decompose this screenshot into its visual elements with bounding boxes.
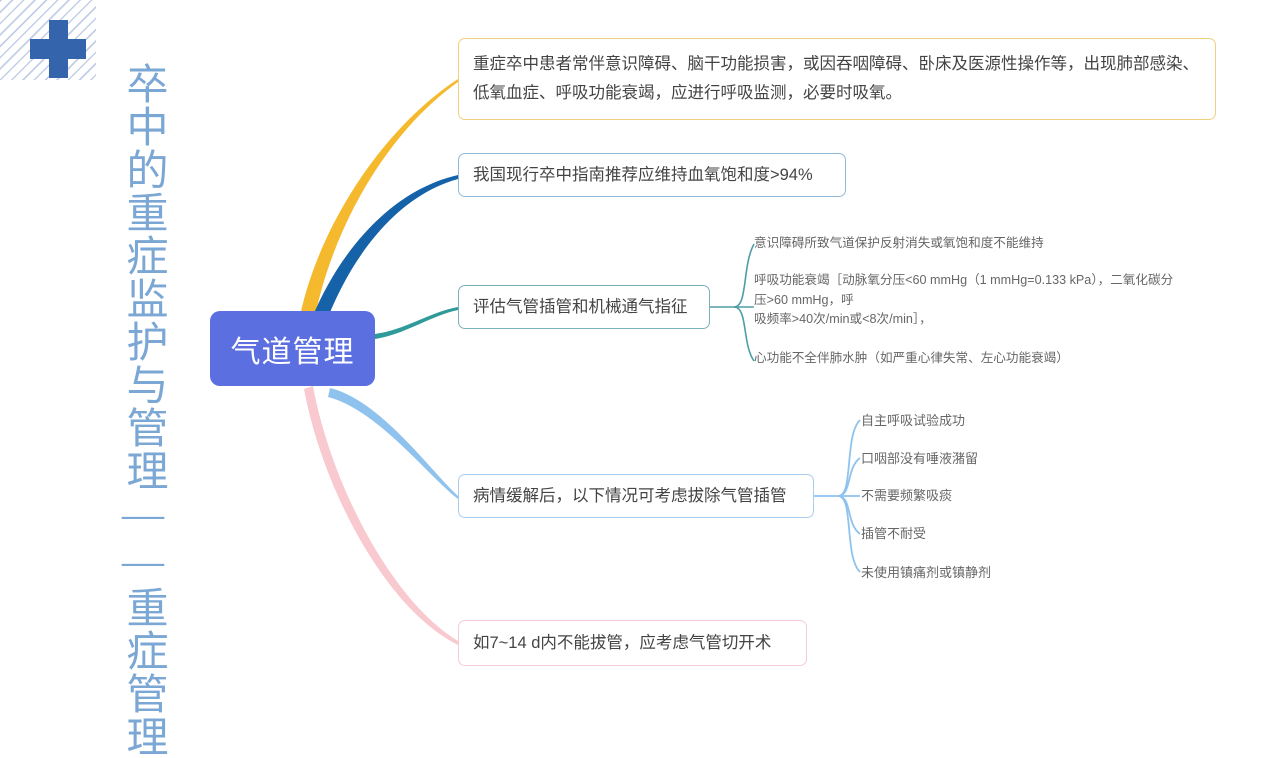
leaf-node-3-3[interactable]: 心功能不全伴肺水肿（如严重心律失常、左心功能衰竭）	[754, 351, 1069, 365]
leaf-node-4-1[interactable]: 自主呼吸试验成功	[861, 413, 966, 428]
medical-cross-icon	[30, 20, 86, 78]
topic-node-1[interactable]: 重症卒中患者常伴意识障碍、脑干功能损害，或因吞咽障碍、卧床及医源性操作等，出现肺…	[458, 38, 1216, 120]
topic-node-1-label: 重症卒中患者常伴意识障碍、脑干功能损害，或因吞咽障碍、卧床及医源性操作等，出现肺…	[473, 55, 1199, 102]
topic-node-3[interactable]: 评估气管插管和机械通气指征	[458, 285, 710, 329]
leaf-node-4-2[interactable]: 口咽部没有唾液潴留	[861, 451, 979, 466]
leaf-node-4-4[interactable]: 插管不耐受	[861, 526, 927, 541]
leaf-node-3-2[interactable]: 呼吸功能衰竭［动脉氧分压<60 mmHg（1 mmHg=0.133 kPa），二…	[754, 273, 1174, 327]
topic-node-4[interactable]: 病情缓解后，以下情况可考虑拔除气管插管	[458, 474, 814, 518]
subconnector-group-topic-4	[814, 419, 861, 573]
connector-root-to-topic-1	[300, 79, 458, 322]
leaf-node-4-3[interactable]: 不需要频繁吸痰	[861, 488, 953, 503]
topic-node-5-label: 如7~14 d内不能拔管，应考虑气管切开术	[473, 633, 772, 652]
leaf-node-3-1[interactable]: 意识障碍所致气道保护反射消失或氧饱和度不能维持	[754, 236, 1044, 250]
topic-node-4-label: 病情缓解后，以下情况可考虑拔除气管插管	[473, 486, 787, 505]
cross-horizontal-bar	[30, 39, 86, 59]
connector-root-to-topic-4	[328, 388, 458, 499]
topic-node-5[interactable]: 如7~14 d内不能拔管，应考虑气管切开术	[458, 620, 807, 666]
topic-node-3-label: 评估气管插管和机械通气指征	[473, 297, 688, 316]
subconnector-group-topic-3	[710, 243, 755, 362]
connector-root-to-topic-5	[304, 386, 458, 645]
leaf-node-4-5[interactable]: 未使用镇痛剂或镇静剂	[861, 565, 992, 580]
page-title: 卒中的重症监护与管理——重症管理	[120, 62, 166, 758]
connector-root-to-topic-2	[312, 175, 458, 325]
connector-root-to-topic-3	[375, 307, 458, 339]
root-node[interactable]: 气道管理	[210, 311, 375, 386]
root-node-label: 气道管理	[230, 335, 355, 369]
topic-node-2-label: 我国现行卒中指南推荐应维持血氧饱和度>94%	[473, 165, 813, 184]
topic-node-2[interactable]: 我国现行卒中指南推荐应维持血氧饱和度>94%	[458, 153, 846, 197]
